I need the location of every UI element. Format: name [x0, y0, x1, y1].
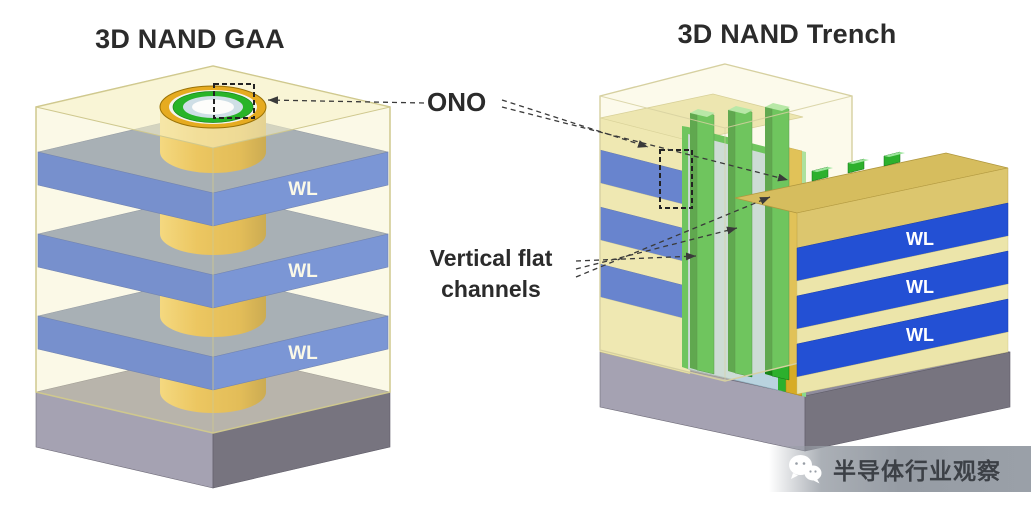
- ono-arrow-left: [267, 96, 425, 105]
- wl-label: WL: [906, 325, 934, 345]
- wl-label: WL: [288, 343, 318, 364]
- oxide-band: [796, 331, 1009, 395]
- trench-oxide-box: [599, 63, 853, 382]
- channels-label-line1: Vertical flat: [429, 245, 553, 271]
- channels-label-line2: channels: [441, 276, 541, 303]
- channels-label: Vertical flat channels: [408, 243, 574, 305]
- channels-arrow-3: [575, 196, 771, 278]
- watermark-bar: 半导体行业观察: [769, 446, 1031, 492]
- bump-top: [812, 167, 833, 172]
- gaa-title: 3D NAND GAA: [95, 24, 285, 54]
- annotation-arrows: [267, 96, 789, 278]
- ono-arrow-right-far: [501, 106, 789, 182]
- plate-top-cap: [690, 109, 715, 117]
- wl-label: WL: [906, 229, 934, 249]
- wechat-icon: [789, 455, 822, 484]
- trench-title: 3D NAND Trench: [677, 19, 897, 49]
- plate-side-face: [765, 105, 772, 376]
- gaa-wordline-slab: WL: [37, 192, 389, 309]
- bump-top: [884, 152, 905, 157]
- channels-arrow-2: [575, 226, 738, 270]
- trench-ono-dashed-box: [659, 149, 693, 209]
- channel-bump: [883, 151, 905, 167]
- plate-top-cap: [765, 103, 790, 111]
- wl-label: WL: [906, 277, 934, 297]
- trench-right-stack: WL WL WL: [734, 152, 1009, 395]
- trench-left-stack: [599, 93, 804, 375]
- plate-side-face: [728, 108, 735, 373]
- trench-substrate-right-face: [804, 351, 1011, 452]
- trench-structure: WL WL WL: [599, 63, 1011, 452]
- plate-top-cap: [728, 106, 753, 114]
- wl-label: WL: [288, 179, 318, 200]
- channel-bump: [847, 158, 869, 174]
- gaa-structure: WL WL WL: [35, 65, 391, 489]
- bump-top: [848, 159, 869, 164]
- ono-label: ONO: [427, 87, 487, 117]
- channel-bump: [811, 166, 833, 182]
- gaa-ono-dashed-box: [213, 83, 255, 119]
- sidewall-ono-left-strip: [682, 126, 688, 369]
- ono-arrow-right-near: [501, 99, 649, 148]
- wl-label: WL: [288, 261, 318, 282]
- channels-arrow-1: [575, 252, 697, 262]
- vertical-channel-plate: [728, 106, 753, 378]
- watermark-text: 半导体行业观察: [833, 458, 1001, 484]
